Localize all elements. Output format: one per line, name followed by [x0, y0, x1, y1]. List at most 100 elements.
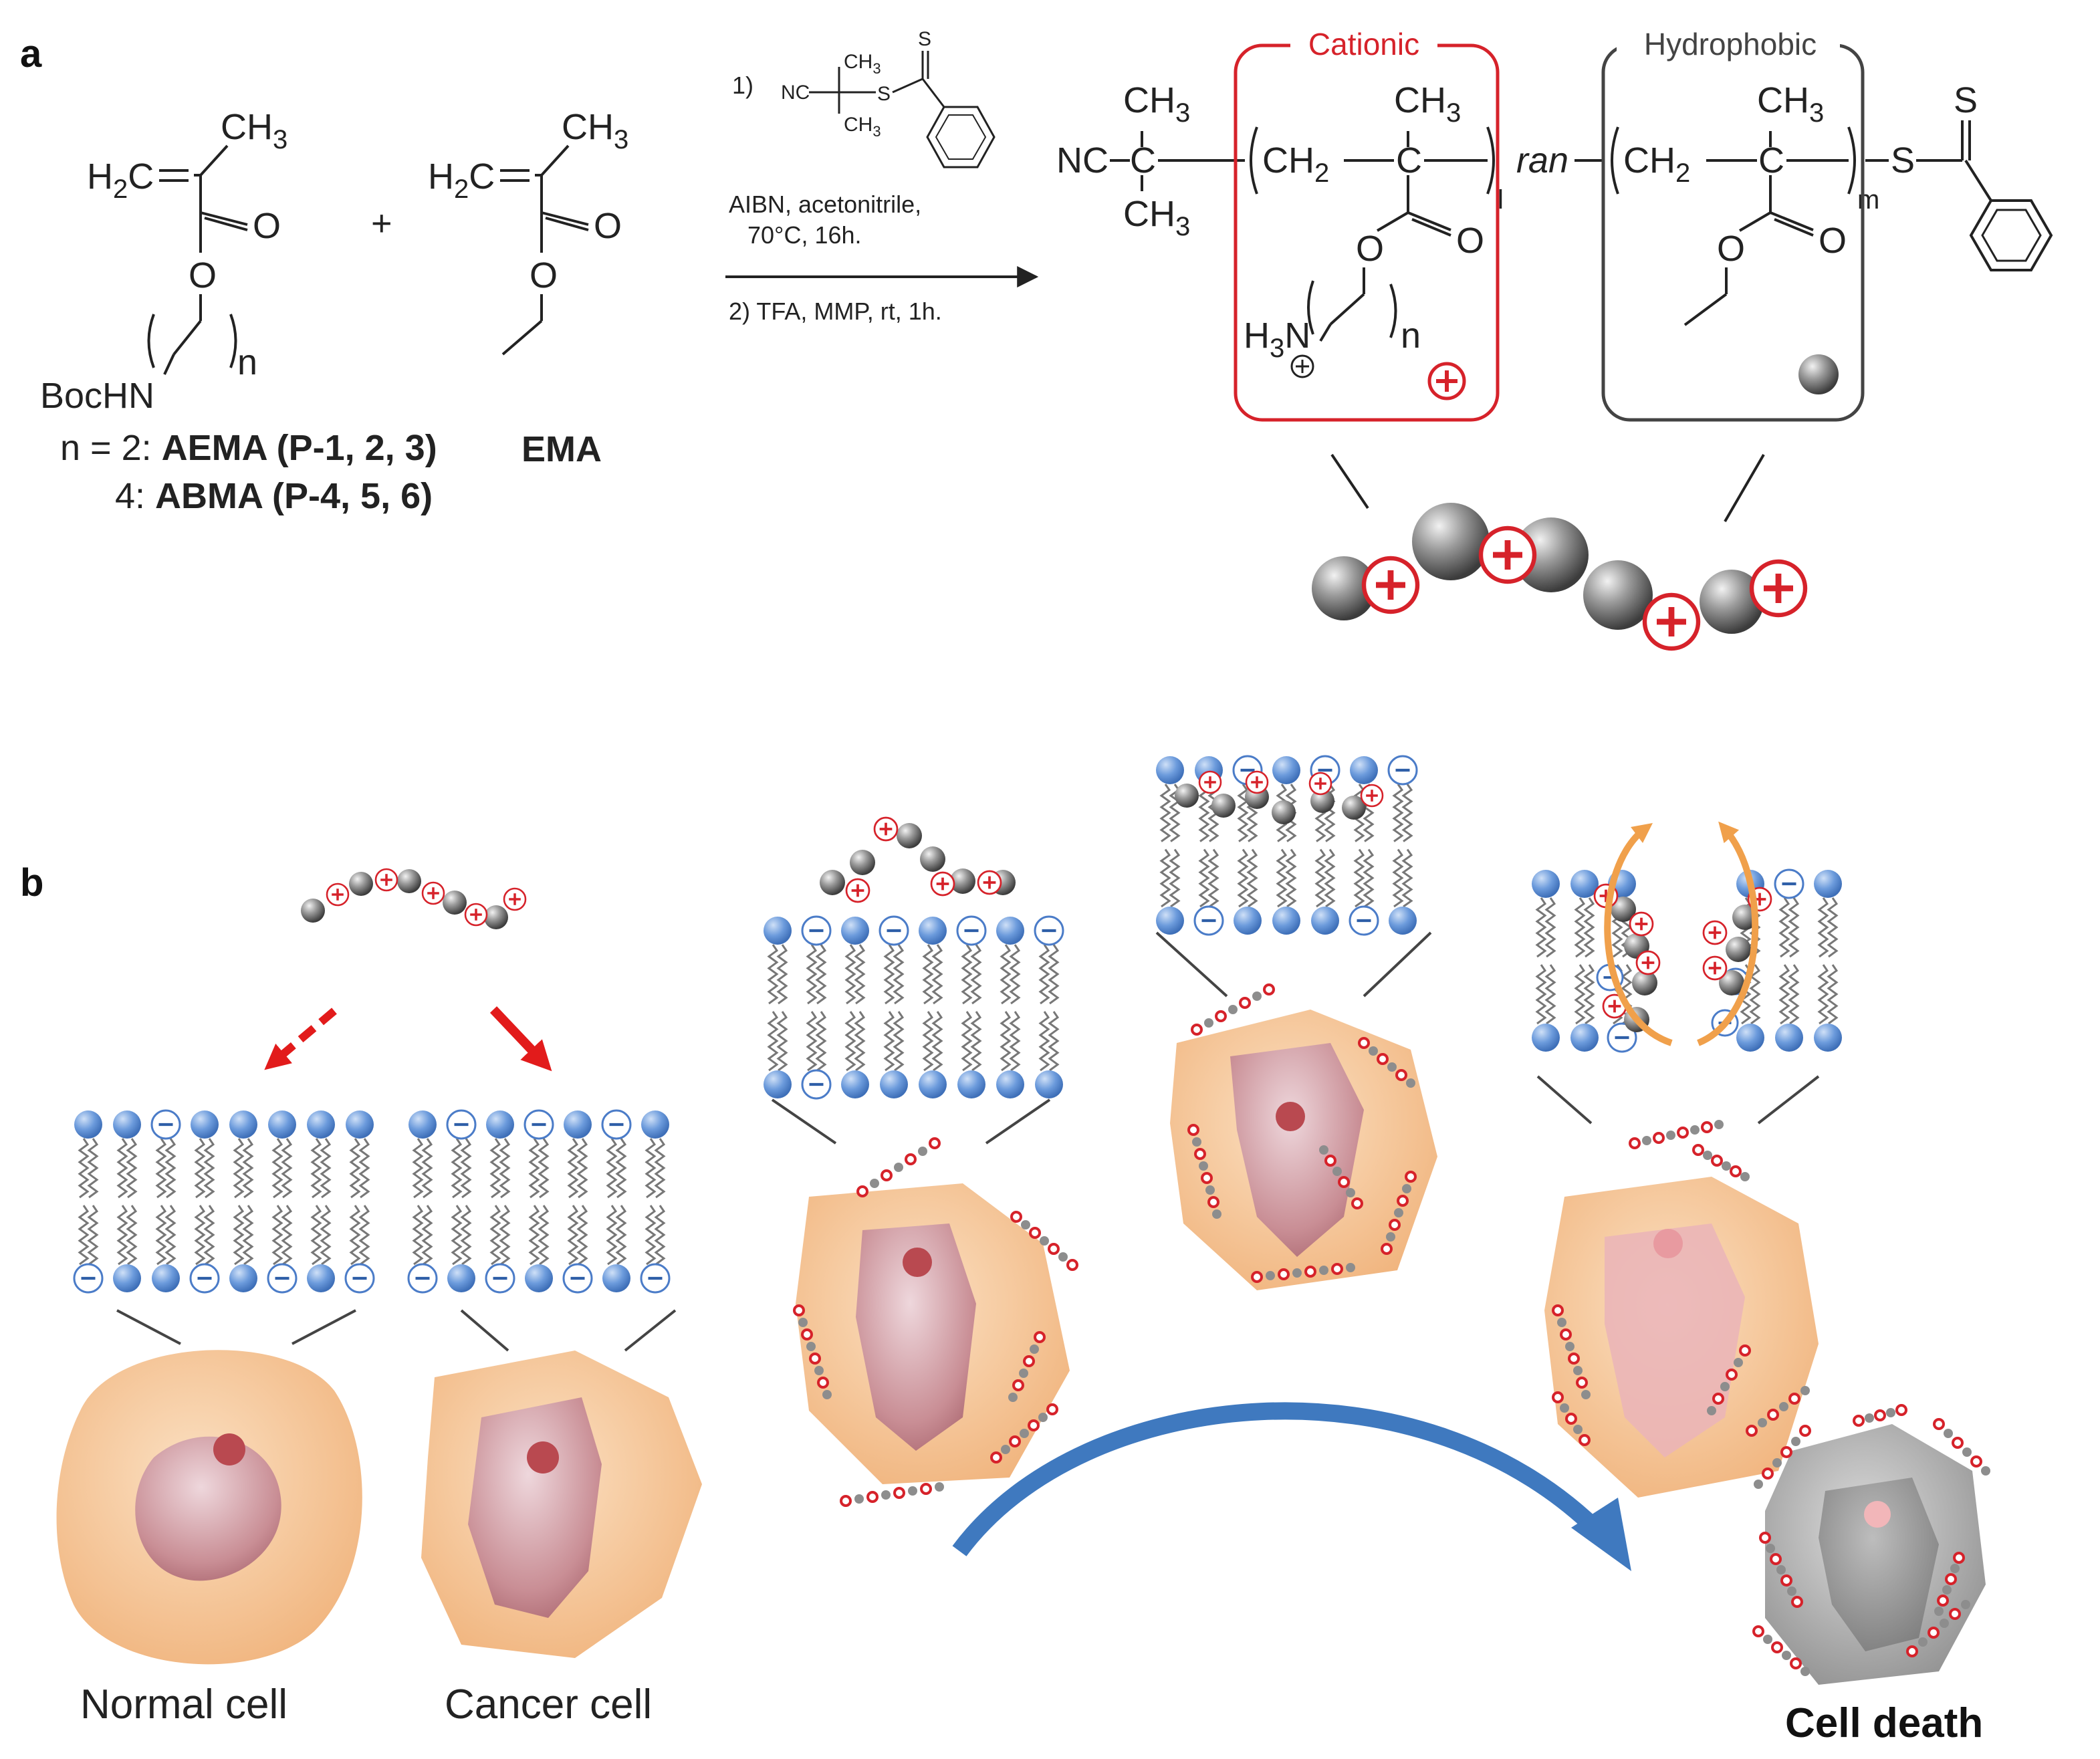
cationic-bead: [1308, 772, 1332, 796]
lipid-head: [602, 1264, 630, 1292]
mini-hydrophobic-bead: [1228, 1005, 1238, 1014]
cationic-bead: [1245, 770, 1269, 794]
svg-text:H3N: H3N: [1244, 316, 1310, 363]
mini-cationic-bead: [1711, 1155, 1723, 1167]
mini-cationic-bead: [1739, 1344, 1751, 1357]
mini-cationic-bead: [1933, 1418, 1945, 1430]
pore-flux-arrows: [1604, 821, 1759, 1046]
cationic-bead: [464, 903, 488, 927]
mini-hydrophobic-bead: [1703, 1151, 1712, 1160]
lipid-head: [919, 1070, 947, 1098]
mini-hydrophobic-bead: [1722, 1161, 1731, 1171]
hydrophobic-bead: [1611, 897, 1636, 922]
lipid-head: [564, 1110, 592, 1139]
mini-hydrophobic-bead: [1981, 1466, 1990, 1476]
mini-hydrophobic-bead: [1040, 1236, 1049, 1246]
mini-cationic-bead: [1762, 1468, 1774, 1480]
svg-text:l: l: [1498, 185, 1504, 215]
mini-hydrophobic-bead: [1199, 1161, 1208, 1171]
lipid-head: [1775, 1024, 1803, 1052]
lipid-head: [1234, 907, 1262, 935]
hydrophobic-bead: [1583, 560, 1653, 630]
svg-text:CH3: CH3: [844, 51, 881, 77]
svg-text:CH3: CH3: [844, 114, 881, 140]
mini-cationic-bead: [1677, 1127, 1689, 1139]
svg-text:O: O: [1717, 229, 1745, 269]
lipid-head: [1736, 1024, 1764, 1052]
lipid-head: [641, 1110, 669, 1139]
hydrophobic-bead: [301, 899, 325, 923]
mini-cationic-bead: [929, 1137, 941, 1149]
mini-cationic-bead: [1046, 1403, 1058, 1415]
mini-cationic-bead: [1629, 1137, 1641, 1149]
mini-cationic-bead: [1066, 1259, 1078, 1271]
mini-hydrophobic-bead: [798, 1318, 808, 1327]
lipid-head: [447, 1264, 475, 1292]
lipid-head: [268, 1110, 296, 1139]
lipid-head: [1814, 870, 1842, 898]
svg-text:O: O: [253, 206, 281, 246]
mini-hydrophobic-bead: [1394, 1208, 1403, 1217]
lipid-head: [346, 1110, 374, 1139]
mini-hydrophobic-bead: [1766, 1544, 1775, 1553]
svg-text:2) TFA, MMP, rt, 1h.: 2) TFA, MMP, rt, 1h.: [729, 298, 942, 325]
mini-cationic-bead: [1552, 1391, 1564, 1403]
mini-cationic-bead: [1928, 1627, 1940, 1639]
mini-hydrophobic-bead: [1212, 1209, 1221, 1219]
cationic-bead: [1478, 525, 1537, 584]
mini-cationic-bead: [1788, 1393, 1800, 1405]
lipid-head: [1272, 756, 1300, 784]
mini-cationic-bead: [1012, 1379, 1024, 1391]
mini-cationic-bead: [1389, 1219, 1401, 1231]
lipid-head: [113, 1110, 141, 1139]
mini-cationic-bead: [1692, 1144, 1704, 1156]
cationic-bead: [1702, 955, 1728, 981]
svg-text:H2C: H2C: [87, 156, 154, 204]
mini-cationic-bead: [1351, 1197, 1363, 1209]
lipid-head: [409, 1110, 437, 1139]
mini-cationic-bead: [1579, 1434, 1591, 1446]
mini-hydrophobic-bead: [1204, 1018, 1213, 1028]
lipid-head: [764, 917, 792, 945]
mini-cationic-bead: [1034, 1331, 1046, 1343]
mini-hydrophobic-bead: [1557, 1318, 1566, 1327]
mini-cationic-bead: [817, 1377, 829, 1389]
lipid-head: [1035, 1070, 1063, 1098]
normal-cell-label: Normal cell: [80, 1681, 287, 1728]
lipid-head: [841, 917, 869, 945]
mini-cationic-bead: [881, 1169, 893, 1181]
mini-cationic-bead: [1752, 1625, 1764, 1637]
mini-hydrophobic-bead: [1402, 1184, 1411, 1193]
polymer-bead-chain: [1312, 503, 1808, 651]
svg-text:NC: NC: [1056, 140, 1109, 181]
svg-text:BocHN: BocHN: [40, 376, 154, 416]
pore-membrane: [1532, 868, 1842, 1053]
mini-hydrophobic-bead: [1740, 1172, 1750, 1181]
mini-cationic-bead: [920, 1483, 932, 1495]
mini-cationic-bead: [1324, 1155, 1336, 1167]
mini-cationic-bead: [1028, 1419, 1040, 1431]
svg-text:NC: NC: [781, 82, 810, 104]
n2-label: n = 2: AEMA (P-1, 2, 3): [60, 428, 437, 468]
mini-cationic-bead: [1730, 1165, 1742, 1177]
lipid-head: [841, 1070, 869, 1098]
mini-cationic-bead: [1565, 1413, 1577, 1425]
hydrophobic-bead: [349, 872, 373, 896]
svg-text:n: n: [1401, 316, 1421, 356]
mini-hydrophobic-bead: [1754, 1480, 1763, 1489]
svg-text:CH3: CH3: [1123, 80, 1190, 128]
mini-hydrophobic-bead: [1758, 1418, 1767, 1427]
mini-hydrophobic-bead: [1800, 1667, 1810, 1676]
mini-cationic-bead: [1377, 1053, 1389, 1065]
svg-text:m: m: [1857, 185, 1879, 215]
mini-cationic-bead: [1945, 1573, 1957, 1585]
cationic-bead: [1749, 559, 1808, 618]
mini-hydrophobic-bead: [1944, 1429, 1953, 1438]
hydrophobic-bead: [1700, 570, 1764, 634]
strong-binding-arrow: [489, 1006, 552, 1072]
svg-text:S: S: [1954, 80, 1978, 120]
reaction-conditions: 1) NC CH3 CH3 S S AIBN, acetonitrile, 70…: [725, 28, 1039, 325]
mini-cationic-bead: [1937, 1595, 1949, 1607]
mini-hydrophobic-bead: [1800, 1386, 1810, 1395]
mini-cationic-bead: [1949, 1608, 1961, 1620]
